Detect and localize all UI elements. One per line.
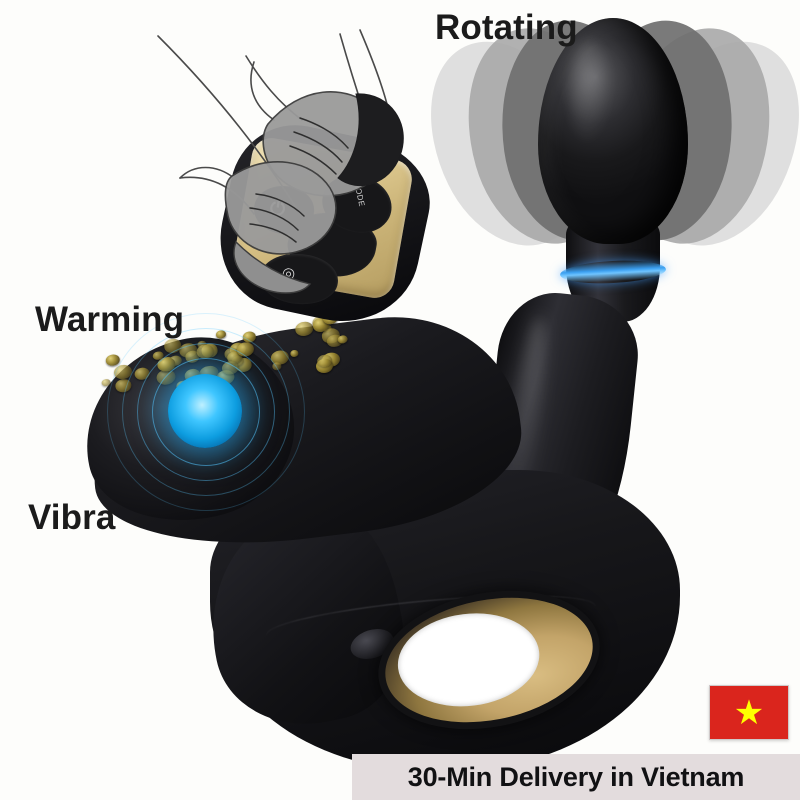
- remote-control-assembly: ⏻ MODE ◎: [150, 28, 480, 338]
- texture-nub: [112, 363, 133, 381]
- flag-star-icon: ★: [733, 693, 765, 732]
- texture-nub: [114, 378, 133, 394]
- texture-nub: [133, 366, 151, 381]
- wand-head-assembly: [397, 9, 800, 348]
- hand-illustration: [157, 29, 404, 294]
- warming-glow-core: [168, 374, 242, 448]
- texture-nub: [271, 361, 282, 371]
- delivery-banner: 30-Min Delivery in Vietnam: [352, 754, 800, 800]
- wand-head: [538, 18, 688, 244]
- texture-nub: [101, 378, 112, 388]
- feature-label-vibrating: Vibra: [28, 498, 116, 537]
- product-body: [60, 287, 760, 770]
- feature-label-rotating: Rotating: [435, 8, 578, 47]
- texture-nub: [105, 353, 121, 367]
- vietnam-flag-icon: ★: [709, 685, 789, 740]
- delivery-banner-text: 30-Min Delivery in Vietnam: [407, 761, 745, 792]
- texture-nub: [289, 349, 300, 358]
- texture-nub: [221, 359, 240, 376]
- feature-label-warming: Warming: [35, 300, 185, 339]
